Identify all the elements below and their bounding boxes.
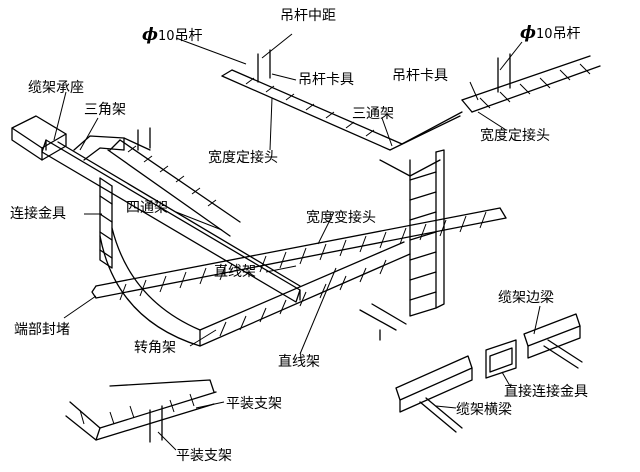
diameter-symbol-right: ϕ <box>520 23 537 43</box>
label-width-fixed-joint-left: 宽度定接头 <box>208 150 278 166</box>
label-straight-frame-bottom: 直线架 <box>278 354 320 370</box>
label-rod-spacing: 吊杆中距 <box>280 8 336 24</box>
label-triangle-frame: 三角架 <box>84 102 126 118</box>
label-direct-connector: 直接连接金具 <box>504 384 588 400</box>
cross-straight-tray <box>91 207 507 299</box>
rod-text-right: 吊杆 <box>552 26 581 42</box>
label-flat-bracket-right: 平装支架 <box>226 396 282 412</box>
label-tee-frame: 三通架 <box>352 106 394 122</box>
rod-size-right: 10 <box>536 27 553 42</box>
label-rod-left: ϕ10吊杆 <box>142 27 203 45</box>
hanger-rods <box>137 49 511 151</box>
label-corner-frame: 转角架 <box>134 340 176 356</box>
triangle-frame <box>73 135 151 161</box>
left-riser <box>99 177 113 269</box>
flat-mount-tray <box>65 379 217 443</box>
tray-bracket <box>11 115 67 161</box>
leader-lines <box>53 33 541 451</box>
label-end-cap: 端部封堵 <box>14 322 70 338</box>
rod-text-left: 吊杆 <box>174 28 203 44</box>
rod-size-left: 10 <box>158 29 175 44</box>
right-upper-tray <box>461 55 601 113</box>
label-straight-frame-mid: 直线架 <box>214 264 256 280</box>
label-rod-clamp-left: 吊杆卡具 <box>298 72 354 88</box>
upper-left-tray <box>41 139 301 303</box>
label-cross-frame: 四通架 <box>126 200 168 216</box>
label-connector: 连接金具 <box>10 206 66 222</box>
side-beam-detail <box>395 313 583 433</box>
right-vertical-ladder <box>409 149 445 317</box>
diameter-symbol-left: ϕ <box>142 25 159 45</box>
end-support <box>359 303 407 341</box>
label-tray-bracket: 缆架承座 <box>28 80 84 96</box>
label-width-var-joint: 宽度变接头 <box>306 210 376 226</box>
upper-rod-tray <box>221 69 403 151</box>
label-width-fixed-joint-right: 宽度定接头 <box>480 128 550 144</box>
label-flat-bracket-bottom: 平装支架 <box>176 448 232 464</box>
main-diagonal-tray <box>107 139 241 237</box>
label-rod-clamp-right: 吊杆卡具 <box>392 68 448 84</box>
label-tray-cross-beam: 缆架横梁 <box>456 402 512 418</box>
label-rod-right: ϕ10吊杆 <box>520 25 581 43</box>
lower-corner-tray <box>99 227 411 347</box>
label-tray-side-beam: 缆架边梁 <box>498 290 554 306</box>
ladder-rungs <box>79 63 591 425</box>
